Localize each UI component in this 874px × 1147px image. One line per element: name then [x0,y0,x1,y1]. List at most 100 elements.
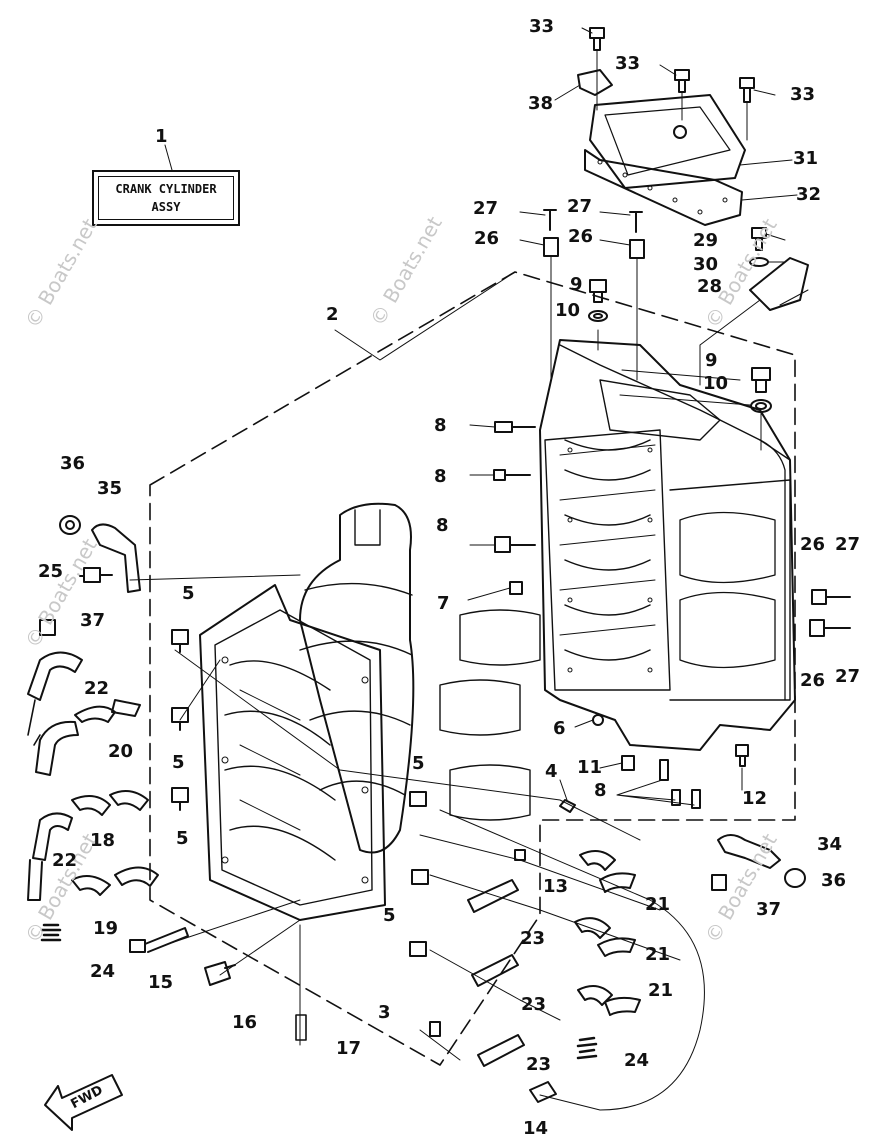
callout-33c: 33 [790,84,816,105]
stud-17 [295,1014,307,1041]
hose-22b [27,812,73,901]
assembly-outline [149,271,796,1066]
callout-26c: 26 [800,534,826,555]
callout-18: 18 [90,830,116,851]
clamp-26a [543,237,559,257]
callout-34: 34 [817,834,843,855]
callout-7: 7 [437,593,450,614]
callout-4: 4 [545,761,558,782]
callout-8b: 8 [434,466,447,487]
callout-31: 31 [793,148,819,169]
callout-19: 19 [93,918,119,939]
callout-6: 6 [553,718,566,739]
bolt-33b [674,69,690,93]
callout-5d: 5 [412,753,425,774]
cover-gasket [584,149,743,226]
cylinder-head-cover [589,94,746,189]
lever-34 [717,834,781,869]
crankcase [199,584,386,921]
callout-29: 29 [693,230,719,251]
hose-21c [577,985,641,1016]
bracket-28 [749,257,809,311]
callout-36b: 36 [821,870,847,891]
callout-38: 38 [528,93,554,114]
callout-26a: 26 [474,228,500,249]
callout-27c: 27 [835,534,861,555]
spring-24b [576,1036,598,1060]
bolt-33c [739,77,755,103]
callout-35: 35 [97,478,123,499]
callout-12: 12 [742,788,768,809]
callout-33b: 33 [615,53,641,74]
seal-36b [784,868,806,888]
clamp-26b [629,239,645,259]
callout-3: 3 [378,1002,391,1023]
callout-37a: 37 [80,610,106,631]
callout-26b: 26 [568,226,594,247]
callout-5b: 5 [172,752,185,773]
callout-13: 13 [543,876,569,897]
callout-21c: 21 [648,980,674,1001]
hose-14 [529,1081,557,1103]
callout-10b: 10 [703,373,729,394]
callout-22a: 22 [84,678,110,699]
hose-20 [35,720,79,776]
title-line-1: CRANK CYLINDER [115,182,217,196]
spring-24a [40,923,62,942]
callout-10a: 10 [555,300,581,321]
callout-20: 20 [108,741,134,762]
callout-23c: 23 [526,1054,552,1075]
callout-27d: 27 [835,666,861,687]
callout-27a: 27 [473,198,499,219]
title-line-2: ASSY [151,200,181,214]
callout-23b: 23 [521,994,547,1015]
callout-17: 17 [336,1038,362,1059]
callout-30: 30 [693,254,719,275]
title-box: CRANK CYLINDER ASSY [92,170,240,226]
hose-23c [477,1034,525,1067]
callout-2: 2 [326,304,339,325]
bolt-33a [589,27,605,51]
callout-22b: 22 [52,850,78,871]
callout-9a: 9 [570,274,583,295]
clip-38 [577,69,613,96]
callout-32: 32 [796,184,822,205]
callout-25: 25 [38,561,64,582]
hose-23a [467,879,519,913]
plug-16 [204,961,236,986]
cylinder-block [539,339,796,751]
hose-23b [471,954,519,987]
seal-36a [59,515,81,535]
callout-11: 11 [577,757,603,778]
callout-16: 16 [232,1012,258,1033]
fitting-37b [711,874,727,891]
callout-9b: 9 [705,350,718,371]
fitting-37a [79,567,113,583]
callout-5e: 5 [383,905,396,926]
hose-21b [574,917,636,957]
hose-21a [579,850,636,893]
callout-8d: 8 [594,780,607,801]
callout-37b: 37 [756,899,782,920]
callout-8a: 8 [434,415,447,436]
crankshaft [299,502,415,854]
callout-26d: 26 [800,670,826,691]
callout-27b: 27 [567,196,593,217]
hose-18 [71,790,149,816]
callout-24a: 24 [90,961,116,982]
callout-28: 28 [697,276,723,297]
callout-33a: 33 [529,16,555,37]
callout-23a: 23 [520,928,546,949]
hose-22a [27,651,83,701]
callout-5a: 5 [182,583,195,604]
fwd-arrow-shape [44,1074,123,1131]
callout-21a: 21 [645,894,671,915]
callout-14: 14 [523,1118,549,1139]
callout-5c: 5 [176,828,189,849]
hose-19 [71,866,159,896]
callout-15: 15 [148,972,174,993]
callout-1: 1 [155,126,168,147]
bolt-15 [129,927,189,953]
callout-21b: 21 [645,944,671,965]
lever-35 [91,523,141,593]
